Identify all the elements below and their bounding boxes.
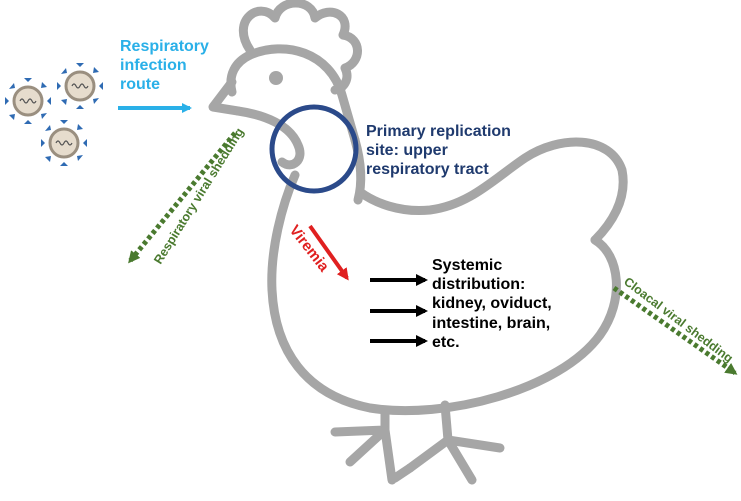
cloacal-shedding-arrow — [612, 285, 738, 376]
systemic-distribution-label: Systemic distribution: kidney, oviduct, … — [432, 257, 552, 351]
virus-particle-icon — [39, 118, 89, 168]
viremia-arrow — [308, 224, 349, 281]
virus-particle-icon — [55, 61, 105, 111]
chicken-outline-icon — [208, 0, 628, 485]
primary-replication-label: Primary replication site: upper respirat… — [366, 123, 511, 179]
respiratory-route-label: Respiratory infection route — [120, 38, 209, 94]
chicken-eye-icon — [269, 71, 283, 85]
primary-site-circle — [269, 104, 359, 194]
virus-particle-icon — [3, 76, 53, 126]
